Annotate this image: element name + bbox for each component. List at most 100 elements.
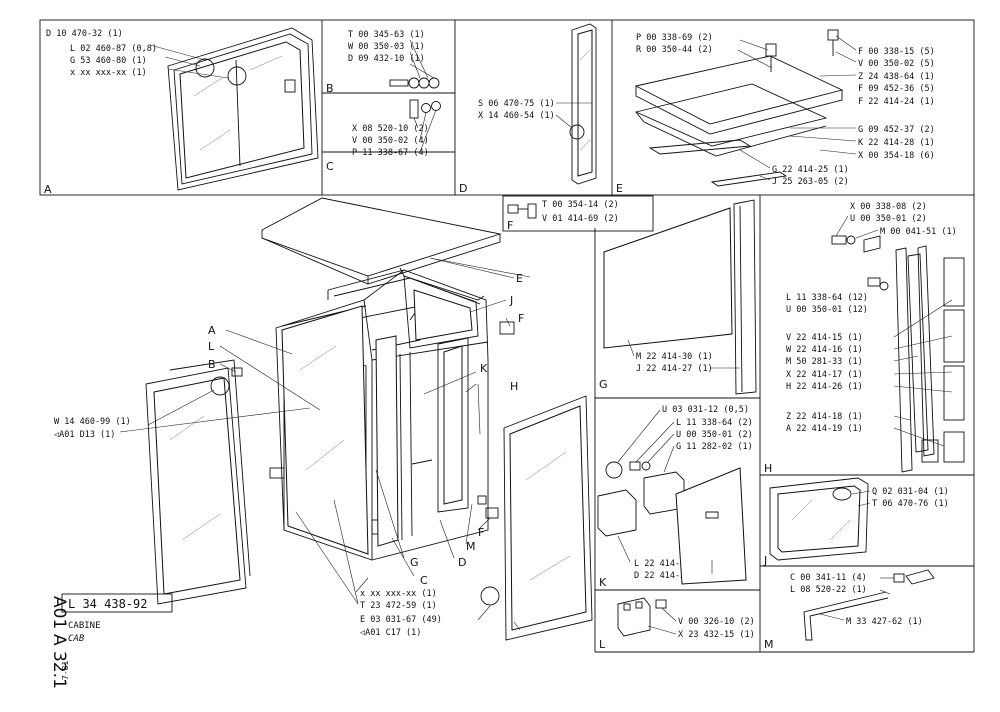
bolt-f: [507, 203, 537, 219]
panel-l-label: V 00 326-10 (2): [678, 617, 755, 627]
main-letter: M: [466, 540, 476, 553]
panel-frames: [39, 19, 975, 653]
panel-h-label: H 22 414-26 (1): [786, 382, 863, 392]
panel-h-label: L 11 338-64 (12): [786, 293, 868, 303]
panel-b-label: T 00 345-63 (1): [348, 30, 425, 40]
main-cab-assembly: E J F A L B K H G C D F M W 14 460-99 (1…: [53, 197, 593, 641]
panel-e: E P 00 338-69 (2) R 00 350-44 (2) F 00 3…: [616, 29, 935, 195]
panel-d-label: X 14 460-54 (1): [478, 111, 555, 121]
panel-m-label: L 08 520-22 (1): [790, 585, 867, 595]
front-windshield: [281, 305, 369, 555]
panel-g-letter: G: [599, 378, 608, 391]
roof-panel: [261, 197, 502, 277]
panel-a-letter: A: [44, 183, 52, 196]
panel-e-label: K 22 414-28 (1): [858, 138, 935, 148]
panel-f-label: T 00 354-14 (2): [542, 200, 619, 210]
roof-parts-e: [634, 29, 857, 187]
main-letter: E: [516, 272, 523, 285]
panel-h-label: V 22 414-15 (1): [786, 333, 863, 343]
panel-b-label: W 00 350-03 (1): [348, 42, 425, 52]
panel-e-label: R 00 350-44 (2): [636, 45, 713, 55]
main-letter: C: [420, 574, 428, 587]
main-label: ◁A01 C17 (1): [359, 628, 421, 638]
panel-l-label: X 23 432-15 (1): [678, 630, 755, 640]
sliding-window-drawing: [149, 27, 319, 191]
panel-e-label: F 22 414-24 (1): [858, 97, 935, 107]
panel-e-label: G 22 414-25 (1): [772, 165, 849, 175]
panel-k-label: U 03 031-12 (0,5): [662, 405, 749, 415]
right-door-exploded: [480, 395, 593, 641]
panel-k-label: L 22 414-29 (1): [634, 559, 711, 569]
panel-e-label: V 00 350-02 (5): [858, 59, 935, 69]
main-letter: H: [510, 380, 518, 393]
panel-a-label: L 02 460-87 (0,8): [70, 44, 157, 54]
part-number-box: [61, 593, 173, 613]
panel-e-label: F 09 452-36 (5): [858, 84, 935, 94]
main-letter: A: [208, 324, 216, 337]
drawing-date: 7-81: [61, 661, 70, 680]
panel-f-label: V 01 414-69 (2): [542, 214, 619, 224]
panel-d: D S 06 470-75 (1) X 14 460-54 (1): [459, 23, 597, 195]
panel-l-letter: L: [599, 638, 606, 651]
title-fr: CABINE: [68, 621, 101, 631]
main-letter: F: [478, 526, 484, 539]
panel-e-label: P 00 338-69 (2): [636, 33, 713, 43]
door-seal-strips-h: [831, 215, 965, 473]
panel-a-label: x xx xxx-xx (1): [70, 68, 147, 78]
panel-h-label: X 00 338-08 (2): [850, 202, 927, 212]
panel-d-letter: D: [459, 182, 467, 195]
panel-f-letter: F: [507, 219, 513, 232]
main-label: T 23 472-59 (1): [360, 601, 437, 611]
panel-e-label: F 00 338-15 (5): [858, 47, 935, 57]
panel-a-label: D 10 470-32 (1): [46, 29, 123, 39]
panel-k-label: L 11 338-64 (2): [676, 418, 753, 428]
panel-k-label: D 22 414-22 (1): [634, 571, 711, 581]
panel-k-label: U 00 350-01 (2): [676, 430, 753, 440]
panel-f-frame: [502, 195, 654, 232]
title-block: L 34 438-92 CABINE CAB A01 A 32.1 7-81: [49, 593, 173, 689]
main-letter: J: [509, 294, 513, 307]
glass-strip-d: [555, 23, 597, 185]
panel-j-label: Q 02 031-04 (1): [872, 487, 949, 497]
panel-e-label: G 09 452-37 (2): [858, 125, 935, 135]
panel-c-label: X 08 520-10 (2): [352, 124, 429, 134]
panel-h-label: M 50 281-33 (1): [786, 357, 863, 367]
panel-m-label: C 00 341-11 (4): [790, 573, 867, 583]
panel-m-letter: M: [764, 638, 774, 651]
panel-h-label: M 00 041-51 (1): [880, 227, 957, 237]
panel-e-label: J 25 263-05 (2): [772, 177, 849, 187]
small-window-j: [769, 477, 871, 561]
panel-m: M C 00 341-11 (4) L 08 520-22 (1) M 33 4…: [764, 569, 935, 651]
clip-assembly-c: [409, 99, 441, 153]
rod-m: [803, 569, 935, 641]
main-label: W 14 460-99 (1): [54, 417, 131, 427]
main-label: E 03 031-67 (49): [360, 615, 442, 625]
panel-b-label: D 09 432-10 (1): [348, 54, 425, 64]
panel-j-letter: J: [763, 554, 767, 567]
ref-a01: A01: [49, 596, 69, 629]
panel-h-label: Z 22 414-18 (1): [786, 412, 863, 422]
panel-f: F T 00 354-14 (2) V 01 414-69 (2): [507, 200, 619, 232]
panel-b-letter: B: [326, 82, 334, 95]
panel-h-label: X 22 414-17 (1): [786, 370, 863, 380]
panel-l: L V 00 326-10 (2) X 23 432-15 (1): [599, 597, 755, 651]
panel-c-letter: C: [326, 160, 334, 173]
panel-h-letter: H: [764, 462, 772, 475]
panel-a-label: G 53 460-80 (1): [70, 56, 147, 66]
panel-a: A D 10 470-32 (1) L 02 460-87 (0,8) G 53…: [44, 27, 319, 196]
box-parts-k: [597, 409, 747, 585]
latch-l: [617, 597, 677, 637]
ref-a32: A 32.1: [49, 634, 69, 689]
panel-a-labels: D 10 470-32 (1) L 02 460-87 (0,8) G 53 4…: [46, 29, 157, 78]
main-label: ◁A01 D13 (1): [53, 430, 115, 440]
panel-h-label: W 22 414-16 (1): [786, 345, 863, 355]
panel-j-label: T 06 470-76 (1): [872, 499, 949, 509]
main-label: x xx xxx-xx (1): [360, 589, 437, 599]
bolt-assembly-b: [389, 39, 440, 89]
panel-c-label: P 11 338-67 (4): [352, 148, 429, 158]
main-letter: D: [458, 556, 466, 569]
main-letter: L: [208, 340, 215, 353]
panel-c: C X 08 520-10 (2) V 00 350-02 (4) P 11 3…: [326, 99, 441, 173]
panel-b: B T 00 345-63 (1) W 00 350-03 (1) D 09 4…: [326, 30, 440, 95]
